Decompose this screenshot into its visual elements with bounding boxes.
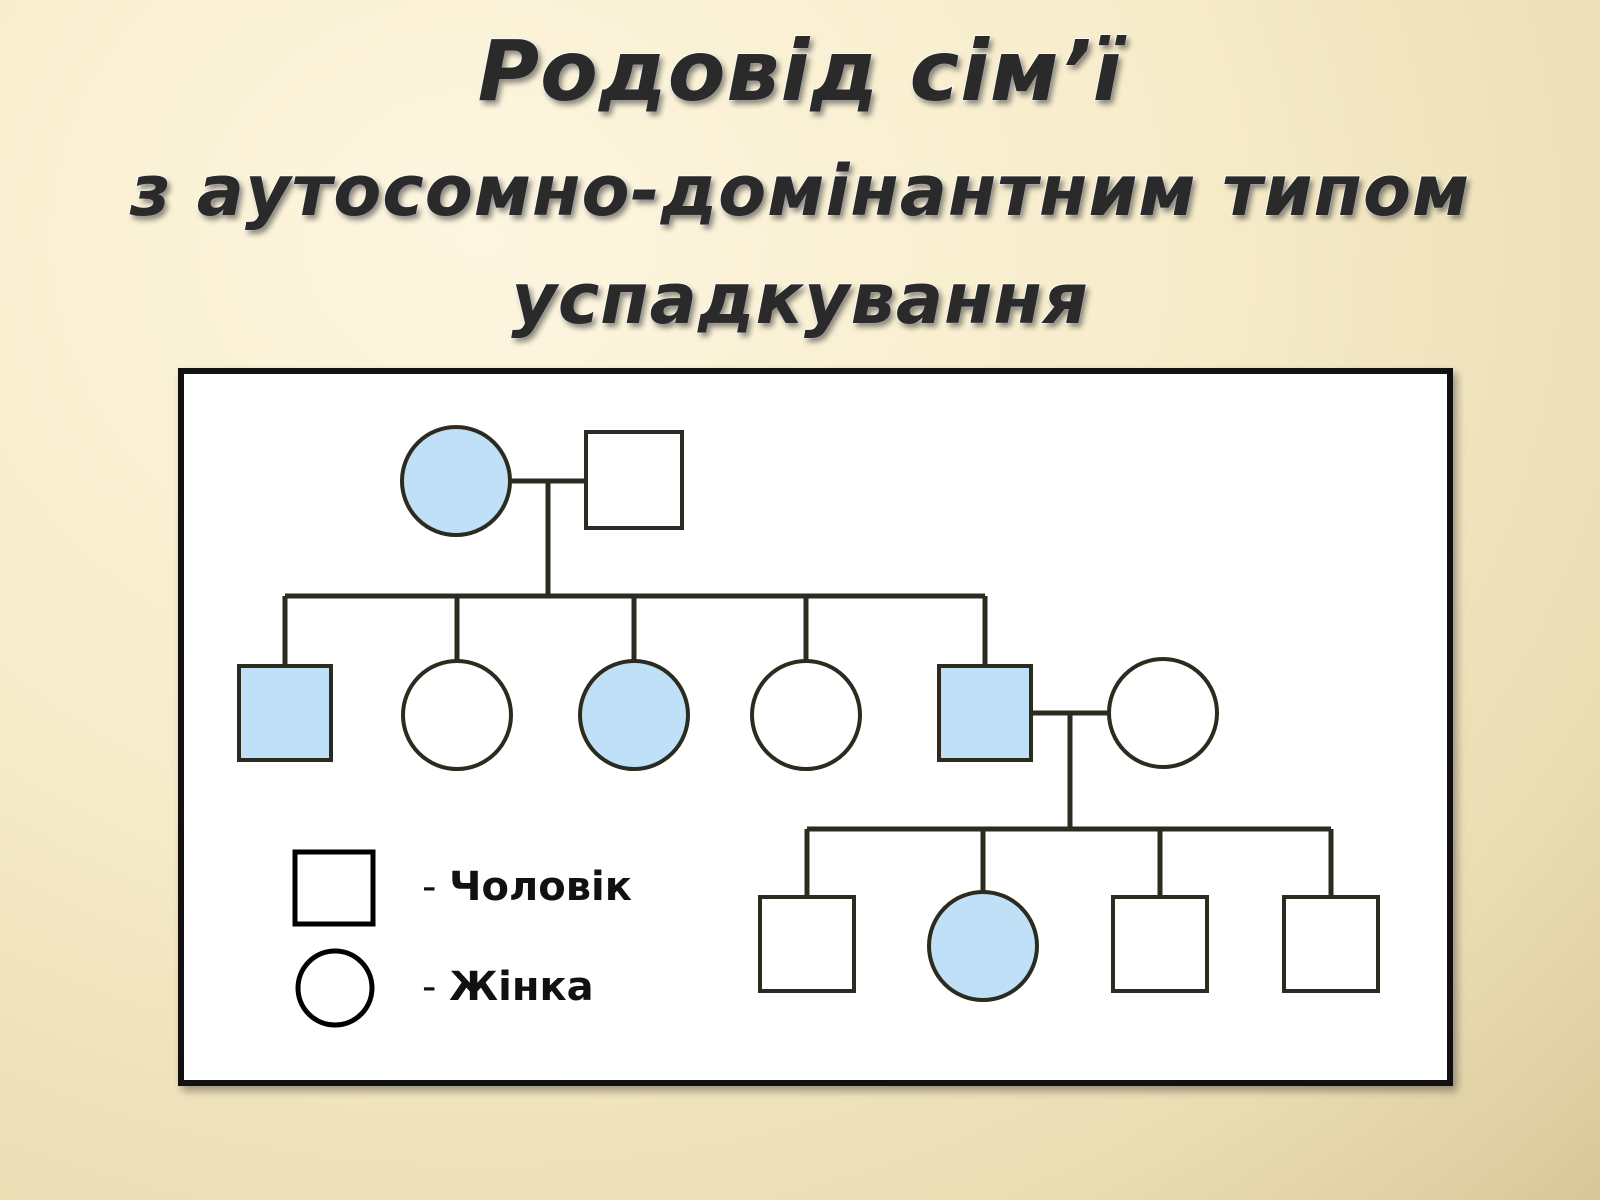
legend-female-circle-icon	[295, 948, 375, 1028]
pedigree-diagram-panel: - Чоловік - Жінка	[178, 368, 1453, 1086]
legend-male-label: - Чоловік	[422, 864, 632, 910]
page-title: Родовід сім’ї	[477, 21, 1123, 121]
gen2-son-1-affected-male	[237, 664, 333, 762]
gen3-son-1-male	[758, 895, 856, 993]
gen2-spouse-female	[1107, 657, 1219, 769]
page-subtitle-line-1: з аутосомно-домінантним типом	[129, 149, 1471, 233]
page-subtitle-line-2: успадкування	[510, 257, 1089, 341]
gen2-daughter-1-female	[401, 659, 513, 771]
gen2-daughter-2-affected-female	[578, 659, 690, 771]
legend-female-label: - Жінка	[422, 964, 594, 1010]
gen3-daughter-affected-female	[927, 890, 1039, 1002]
gen3-son-3-male	[1282, 895, 1380, 993]
gen1-mother-affected-female	[400, 425, 512, 537]
legend-male-square-icon	[292, 849, 376, 927]
gen1-father-male	[584, 430, 684, 530]
gen2-daughter-3-female	[750, 659, 862, 771]
gen2-son-2-affected-male	[937, 664, 1033, 762]
gen3-son-2-male	[1111, 895, 1209, 993]
pedigree-chart	[237, 425, 1380, 1028]
